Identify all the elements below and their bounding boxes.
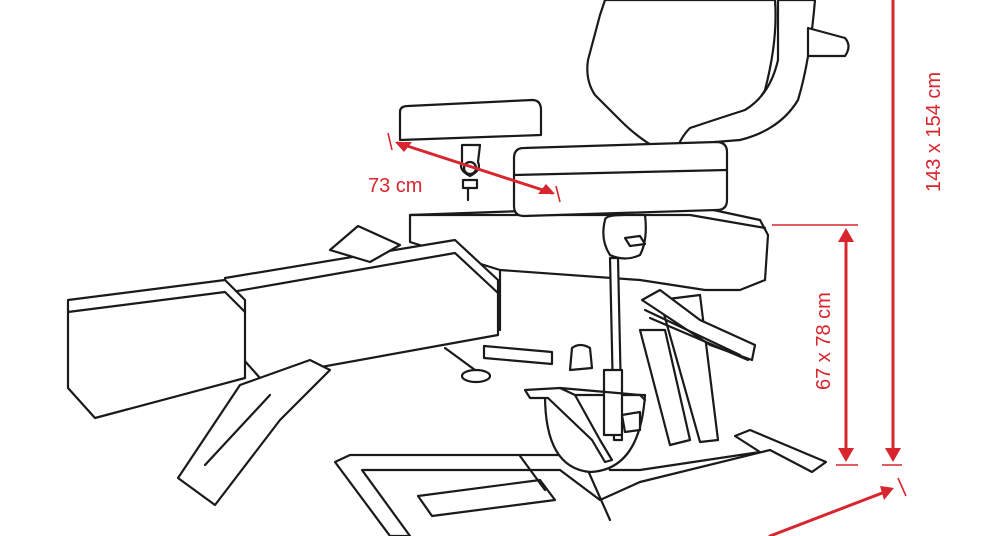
seat bbox=[408, 203, 770, 332]
armrest-width-dimension: 73 cm bbox=[368, 132, 561, 203]
armrest-right bbox=[512, 140, 729, 442]
total-height-dimension: 143 x 154 cm bbox=[882, 0, 945, 466]
underside-parts bbox=[443, 343, 647, 402]
seat-height-dimension: 67 x 78 cm bbox=[772, 224, 858, 466]
foot-bracket bbox=[640, 288, 757, 362]
seat-height-label: 67 x 78 cm bbox=[813, 292, 835, 390]
armrest-left bbox=[398, 98, 543, 202]
leg-rest bbox=[66, 224, 500, 507]
total-height-label: 143 x 154 cm bbox=[923, 72, 945, 192]
depth-dimension bbox=[768, 477, 907, 536]
base-frame bbox=[333, 428, 828, 536]
armrest-width-label: 73 cm bbox=[368, 175, 422, 197]
